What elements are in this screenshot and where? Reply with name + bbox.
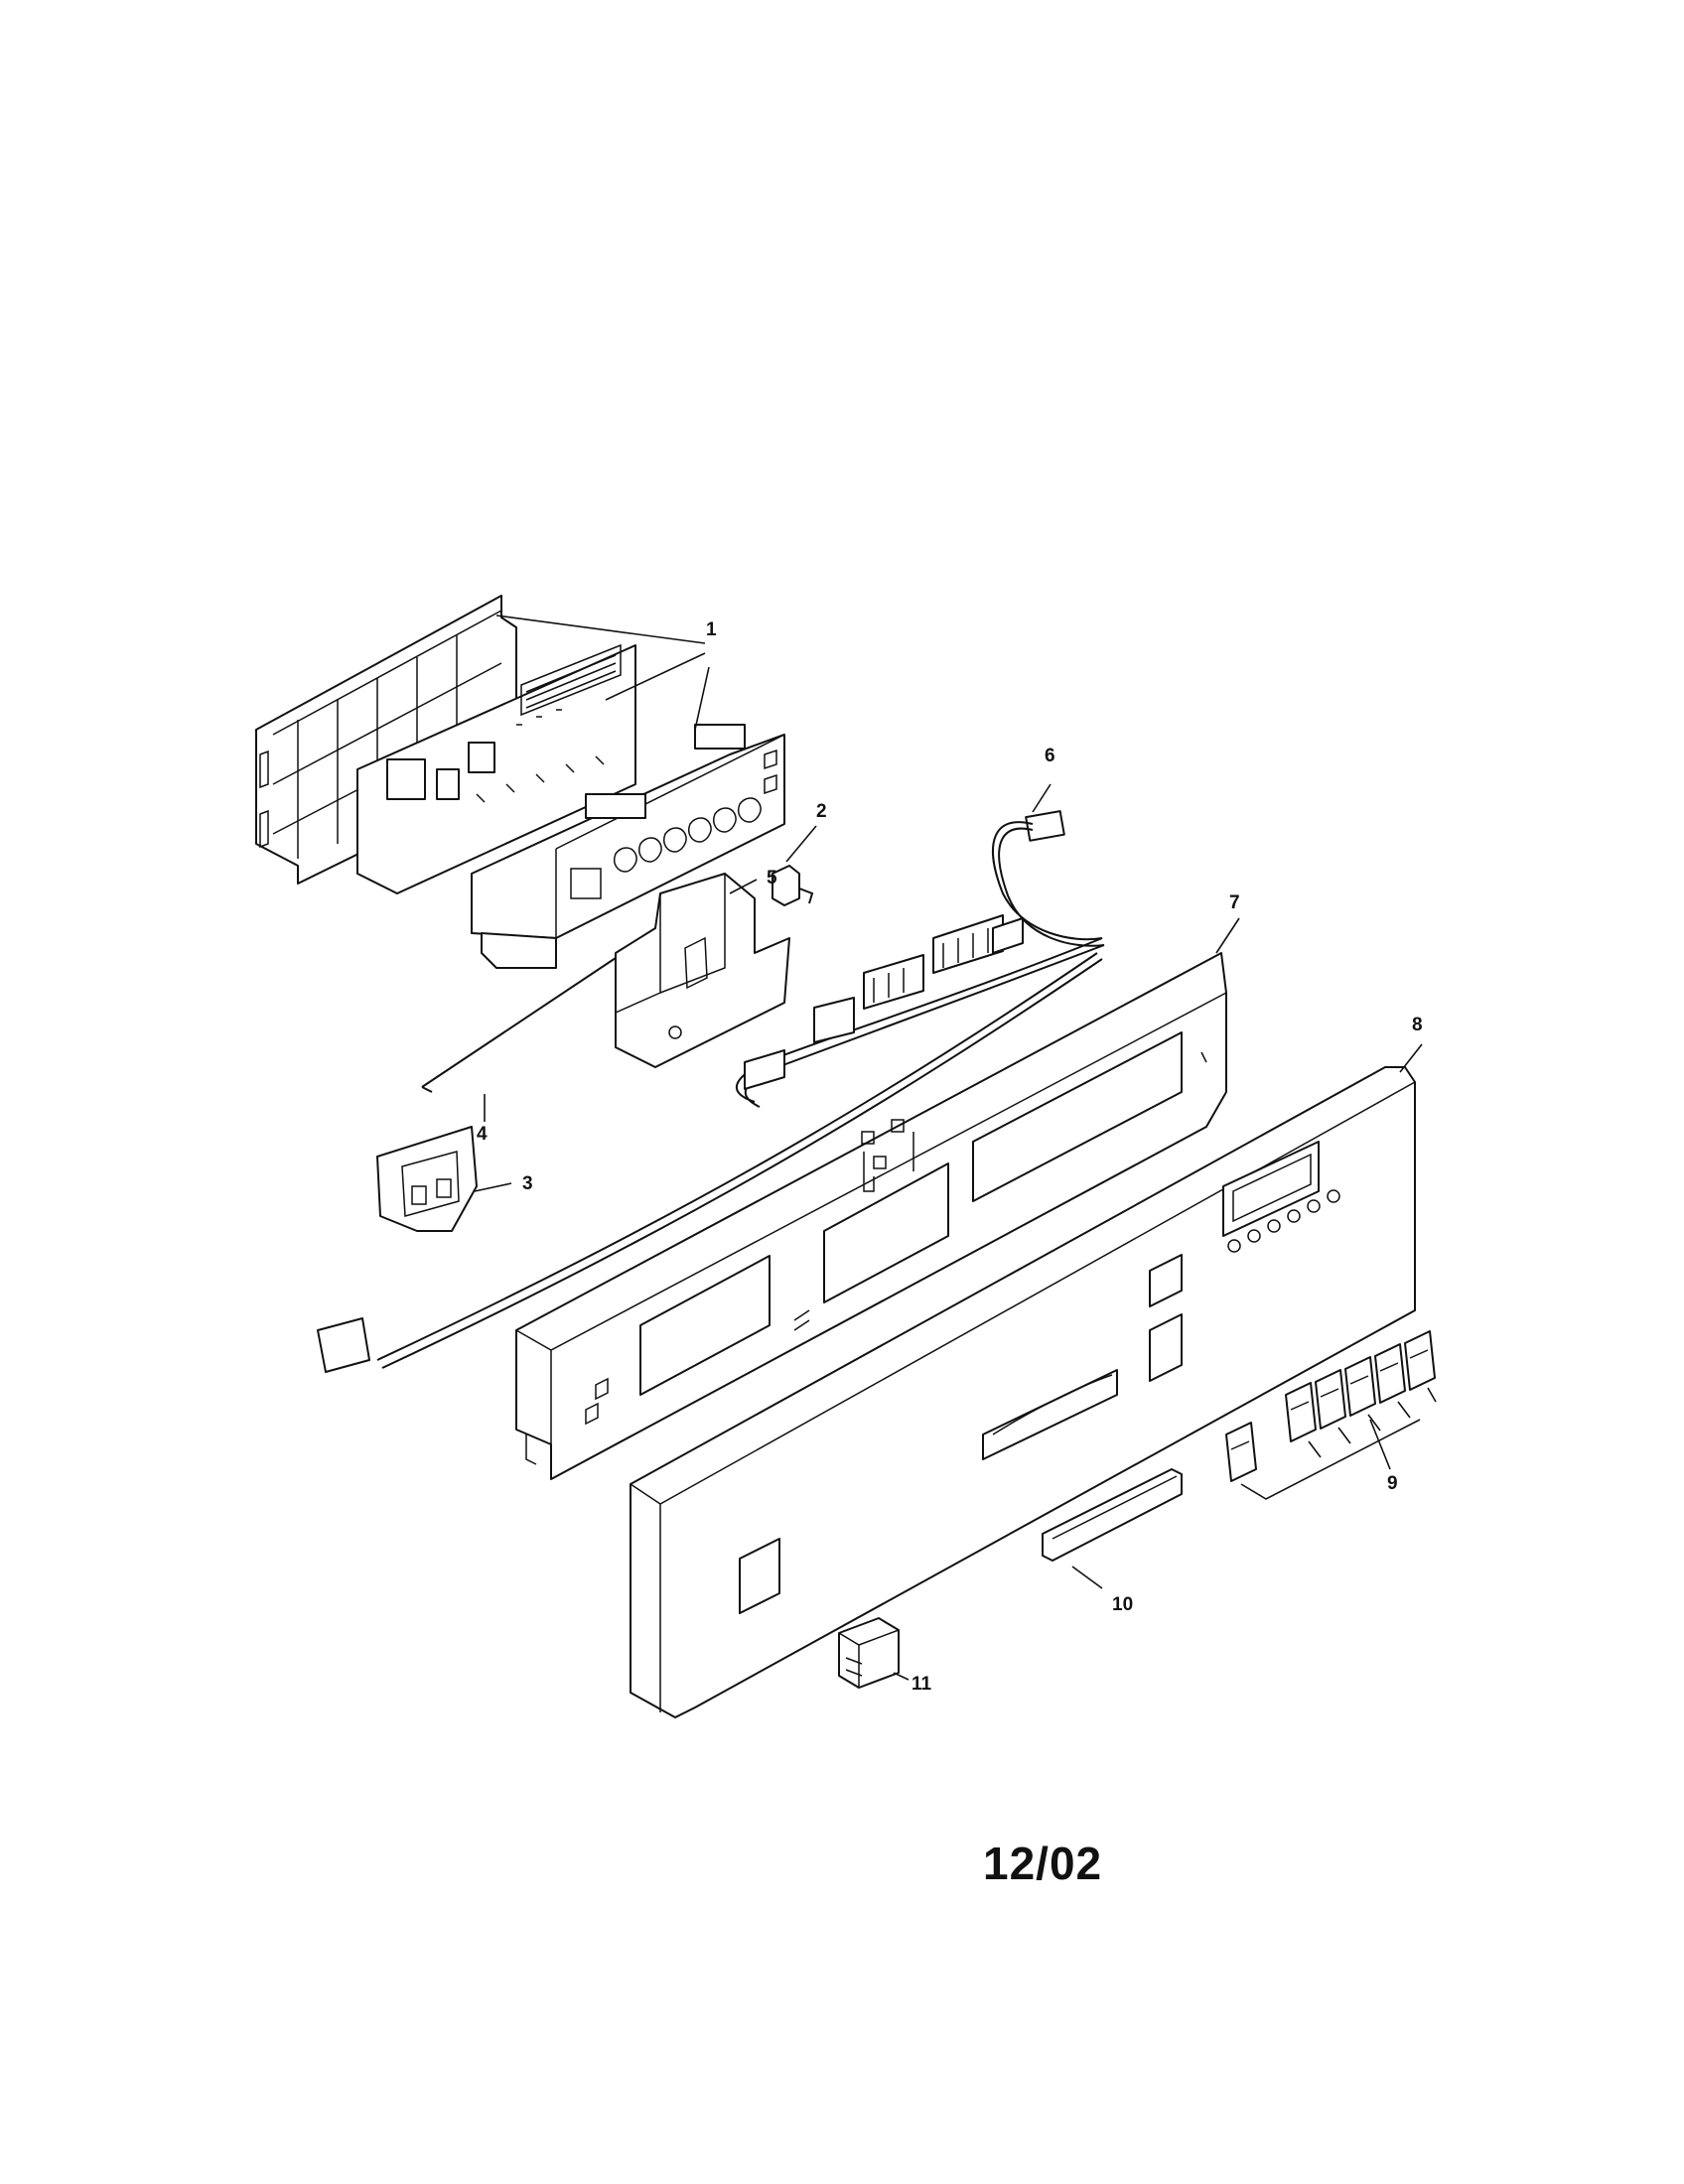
part-9-buttons [1225, 1330, 1437, 1500]
part-4-rod [421, 957, 617, 1122]
callout-9: 9 [1387, 1473, 1398, 1494]
callout-10: 10 [1112, 1594, 1133, 1615]
part-3-switch [376, 1126, 512, 1232]
callout-7: 7 [1229, 892, 1240, 913]
callout-8: 8 [1412, 1015, 1423, 1035]
part-5-bracket [615, 873, 790, 1068]
part-11-cap [838, 1617, 910, 1689]
part-10-trim-strip [1042, 1468, 1183, 1589]
callout-5: 5 [767, 868, 777, 888]
callout-11: 11 [912, 1674, 932, 1695]
revision-date: 12/02 [983, 1838, 1103, 1889]
part-7-inner-frame [515, 917, 1240, 1480]
part-1-control-module [255, 595, 785, 969]
callout-1: 1 [706, 619, 717, 640]
callout-6: 6 [1045, 746, 1055, 766]
part-6-wire-harness [317, 783, 1105, 1373]
callout-4: 4 [477, 1124, 488, 1145]
part-8-front-panel [630, 1043, 1423, 1718]
callout-2: 2 [816, 801, 827, 822]
callout-3: 3 [522, 1173, 533, 1194]
part-2-clip [772, 825, 817, 906]
